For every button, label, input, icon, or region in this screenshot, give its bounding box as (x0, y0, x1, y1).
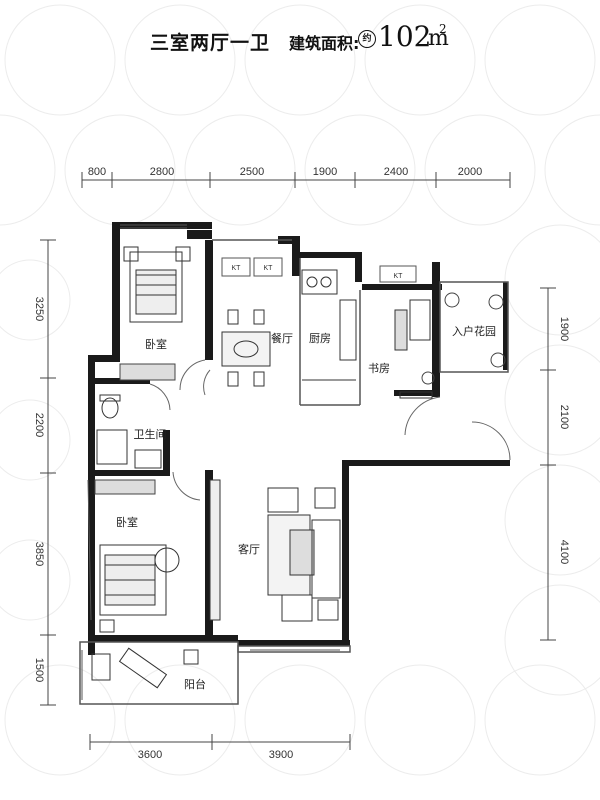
dim-bottom-2: 3900 (269, 749, 293, 761)
dim-left-4: 1500 (33, 658, 45, 682)
area-unit: m (428, 26, 449, 51)
dim-top-4: 1900 (313, 166, 337, 178)
dim-top-1: 800 (88, 166, 106, 178)
ac-label-2: KT (264, 265, 274, 272)
plan-title: 三室两厅一卫 建筑面积: 约 102 m 2 (0, 16, 600, 56)
living-room-furniture (209, 479, 341, 622)
dim-top-6: 2000 (458, 166, 482, 178)
area-label: 建筑面积: (289, 34, 360, 53)
room-study: 书房 (368, 362, 390, 375)
dim-top-5: 2400 (384, 166, 408, 178)
room-bathroom: 卫生间 (134, 427, 167, 441)
study-furniture (394, 299, 433, 399)
ac-label-3: KT (394, 273, 404, 280)
windows (81, 224, 340, 700)
dining-table (221, 309, 271, 387)
area-value: 102 (378, 20, 432, 53)
thin-walls (79, 239, 509, 705)
ac-label-1: KT (232, 265, 242, 272)
approx-mark: 约 (358, 30, 376, 48)
wardrobe-bottom (94, 479, 156, 495)
room-dining: 餐厅 (271, 331, 293, 345)
bottom-dimension-line (89, 734, 351, 750)
room-living: 客厅 (238, 542, 260, 556)
top-dimension-line (81, 172, 511, 188)
dim-top-3: 2500 (240, 166, 264, 178)
dim-right-2: 2100 (558, 405, 570, 429)
area-unit-superscript: 2 (439, 22, 447, 36)
layout-title: 三室两厅一卫 (150, 32, 271, 54)
ac-units-top (221, 257, 417, 283)
wardrobe-top (119, 363, 176, 381)
kitchen-fixtures (301, 269, 357, 381)
dim-left-2: 2200 (33, 413, 45, 437)
door-swings (149, 359, 511, 501)
plants (421, 292, 506, 385)
dim-left-1: 3250 (33, 297, 45, 321)
dim-left-3: 3850 (33, 542, 45, 566)
room-kitchen: 厨房 (309, 332, 331, 345)
dim-bottom-1: 3600 (138, 749, 162, 761)
right-dimension-line (540, 287, 556, 641)
room-balcony: 阳台 (184, 677, 206, 691)
room-bedroom-top: 卧室 (145, 337, 167, 351)
left-dimension-line (40, 239, 56, 706)
bed-bottom (99, 544, 180, 633)
balcony-fixtures (91, 647, 199, 689)
dim-right-1: 1900 (558, 317, 570, 341)
room-bedroom-bottom: 卧室 (116, 515, 138, 529)
room-entry-garden: 入户花园 (452, 324, 496, 338)
bathroom-fixtures (96, 394, 162, 469)
bed-top (123, 246, 191, 323)
dim-top-2: 2800 (150, 166, 174, 178)
dim-right-3: 4100 (558, 540, 570, 564)
